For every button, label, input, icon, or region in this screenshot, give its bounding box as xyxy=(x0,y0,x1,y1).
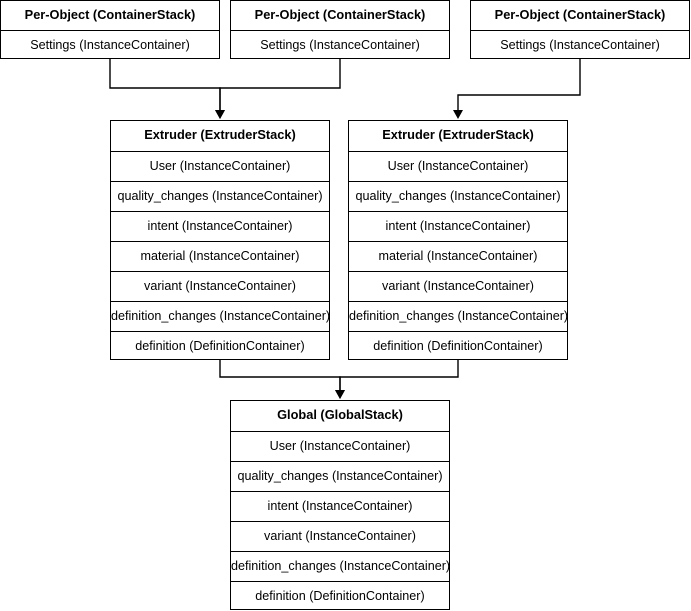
arrowhead-icon xyxy=(335,390,345,399)
node-row[interactable]: variant (InstanceContainer) xyxy=(231,521,449,551)
node-header-per-object-2: Per-Object (ContainerStack) xyxy=(254,7,426,22)
node-row[interactable]: intent (InstanceContainer) xyxy=(349,211,567,241)
node-row[interactable]: quality_changes (InstanceContainer) xyxy=(349,181,567,211)
arrowhead-icon xyxy=(335,390,345,399)
node-header-per-object-3: Per-Object (ContainerStack) xyxy=(494,7,666,22)
connector-edge-perobject3-extruder2 xyxy=(457,59,581,112)
node-row[interactable]: intent (InstanceContainer) xyxy=(111,211,329,241)
node-header-extruder-2: Extruder (ExtruderStack) xyxy=(382,127,534,142)
node-row[interactable]: variant (InstanceContainer) xyxy=(349,271,567,301)
node-header-extruder-1: Extruder (ExtruderStack) xyxy=(144,127,296,142)
node-row[interactable]: User (InstanceContainer) xyxy=(349,151,567,181)
node-row[interactable]: quality_changes (InstanceContainer) xyxy=(111,181,329,211)
node-row[interactable]: Settings (InstanceContainer) xyxy=(231,30,449,60)
node-header-global: Global (GlobalStack) xyxy=(277,407,403,422)
arrowhead-icon xyxy=(215,110,225,119)
connector-edge-extruder2-global xyxy=(339,360,459,392)
connector-edge-perobject2-extruder1 xyxy=(219,59,341,112)
node-row[interactable]: definition (DefinitionContainer) xyxy=(349,331,567,361)
node-row[interactable]: intent (InstanceContainer) xyxy=(231,491,449,521)
node-row[interactable]: definition_changes (InstanceContainer) xyxy=(111,301,329,331)
node-row[interactable]: User (InstanceContainer) xyxy=(231,431,449,461)
node-row[interactable]: definition (DefinitionContainer) xyxy=(231,581,449,611)
node-row[interactable]: material (InstanceContainer) xyxy=(111,241,329,271)
node-row[interactable]: variant (InstanceContainer) xyxy=(111,271,329,301)
node-row[interactable]: definition_changes (InstanceContainer) xyxy=(349,301,567,331)
connector-edge-extruder1-global xyxy=(219,360,341,392)
node-row[interactable]: User (InstanceContainer) xyxy=(111,151,329,181)
node-row[interactable]: Settings (InstanceContainer) xyxy=(471,30,689,60)
connector-edge-perobject1-extruder1 xyxy=(109,59,221,112)
node-per-object-3[interactable]: Per-Object (ContainerStack) Settings (Ins… xyxy=(470,0,690,59)
arrowhead-icon xyxy=(215,110,225,119)
node-global[interactable]: Global (GlobalStack) User (InstanceContai… xyxy=(230,400,450,610)
node-row[interactable]: material (InstanceContainer) xyxy=(349,241,567,271)
node-extruder-1[interactable]: Extruder (ExtruderStack) User (InstanceCo… xyxy=(110,120,330,360)
node-header-per-object-1: Per-Object (ContainerStack) xyxy=(24,7,196,22)
node-row[interactable]: definition_changes (InstanceContainer) xyxy=(231,551,449,581)
node-row[interactable]: Settings (InstanceContainer) xyxy=(1,30,219,60)
node-per-object-2[interactable]: Per-Object (ContainerStack) Settings (Ins… xyxy=(230,0,450,59)
node-row[interactable]: quality_changes (InstanceContainer) xyxy=(231,461,449,491)
node-row[interactable]: definition (DefinitionContainer) xyxy=(111,331,329,361)
arrowhead-icon xyxy=(453,110,463,119)
node-extruder-2[interactable]: Extruder (ExtruderStack) User (InstanceCo… xyxy=(348,120,568,360)
node-per-object-1[interactable]: Per-Object (ContainerStack) Settings (Ins… xyxy=(0,0,220,59)
